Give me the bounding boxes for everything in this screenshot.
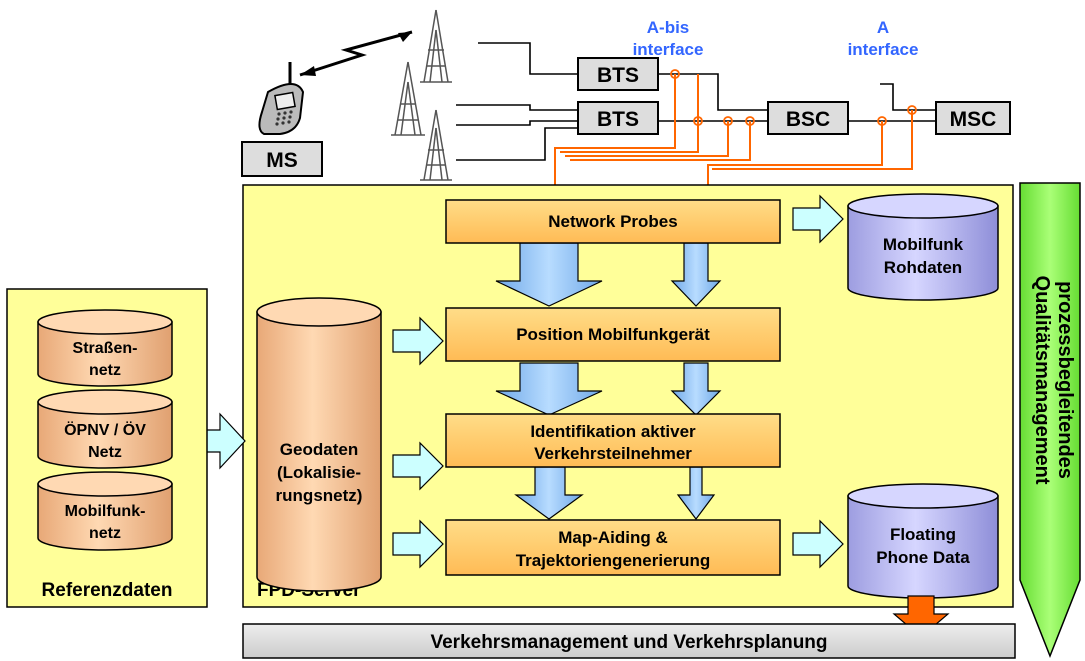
ms-box: MS (241, 141, 323, 177)
qualitaetsmanagement-arrow: prozessbegleitendes Qualitätsmanagement (1019, 182, 1081, 659)
arrow-down-icon (676, 466, 716, 520)
bsc-label: BSC (786, 108, 830, 131)
process-label-line2: Trajektoriengenerierung (516, 551, 711, 570)
antenna-tower-top (420, 9, 452, 83)
arrow-right-icon (792, 194, 844, 244)
process-label: Position Mobilfunkgerät (516, 325, 710, 344)
abis-label-line2: interface (633, 40, 704, 59)
db1-text-line2: netz (89, 362, 121, 379)
db1-text-line1: Straßen- (73, 340, 138, 357)
probe-lines (554, 74, 913, 188)
arrow-down-icon (495, 242, 603, 307)
process-identifikation: Identifikation aktiver Verkehrsteilnehme… (445, 413, 781, 468)
msc-label: MSC (950, 108, 997, 131)
rohdaten-text-line2: Rohdaten (884, 258, 962, 277)
geodaten-text-line3: rungsnetz) (276, 486, 363, 505)
arrow-right-icon (792, 519, 844, 569)
db3-text-line2: netz (89, 525, 121, 542)
process-position: Position Mobilfunkgerät (445, 307, 781, 362)
network-wires (456, 42, 936, 161)
process-label-line1: Map-Aiding & (558, 528, 668, 547)
antenna-tower-bottom (420, 109, 452, 181)
process-map-aiding: Map-Aiding & Trajektoriengenerierung (445, 519, 781, 576)
db3-text-line1: Mobilfunk- (65, 503, 146, 520)
geodaten-text-line2: (Lokalisie- (277, 463, 361, 482)
qm-text-line1: prozessbegleitendes (1054, 281, 1076, 479)
arrow-down-icon (514, 466, 584, 520)
msc-box: MSC (935, 101, 1011, 135)
mobile-phone-icon (258, 62, 305, 135)
arrow-down-icon (670, 242, 722, 307)
flow-arrows (495, 242, 722, 520)
abis-label-line1: A-bis (647, 18, 690, 37)
probe-tap-points (670, 69, 917, 126)
db2-text-line1: ÖPNV / ÖV (64, 420, 146, 439)
antenna-tower-middle (391, 61, 425, 136)
bsc-box: BSC (767, 101, 849, 135)
mobilfunknetz-cylinder: Mobilfunk- netz (37, 471, 173, 551)
strassennetz-cylinder: Straßen- netz (37, 309, 173, 387)
a-label-line2: interface (848, 40, 919, 59)
bts-box-bottom: BTS (577, 101, 659, 135)
process-network-probes: Network Probes (445, 199, 781, 244)
process-label-line2: Verkehrsteilnehmer (534, 444, 692, 463)
fpd-text-line1: Floating (890, 525, 956, 544)
arrow-down-icon (495, 362, 603, 416)
rohdaten-cylinder: Mobilfunk Rohdaten (847, 193, 999, 301)
arrow-right-icon (392, 519, 444, 569)
process-label-line1: Identifikation aktiver (530, 422, 696, 441)
arrow-right-icon (392, 441, 444, 491)
fpd-text-line2: Phone Data (876, 548, 970, 567)
radio-link-icon (299, 30, 413, 77)
geodaten-cylinder: Geodaten (Lokalisie- rungsnetz) (256, 297, 382, 592)
bts-bottom-label: BTS (597, 108, 639, 131)
geodaten-text-line1: Geodaten (280, 440, 358, 459)
oepnv-netz-cylinder: ÖPNV / ÖV Netz (37, 389, 173, 469)
arrow-right-icon (392, 316, 444, 366)
side-arrows (192, 194, 844, 569)
bts-top-label: BTS (597, 64, 639, 87)
rohdaten-text-line1: Mobilfunk (883, 235, 964, 254)
db2-text-line2: Netz (88, 444, 122, 461)
referenzdaten-label: Referenzdaten (42, 580, 173, 601)
verkehrsmanagement-bar: Verkehrsmanagement und Verkehrsplanung (242, 623, 1016, 659)
process-label: Network Probes (548, 212, 677, 231)
fpd-cylinder: Floating Phone Data (847, 483, 999, 599)
bts-box-top: BTS (577, 57, 659, 91)
qm-text-line2: Qualitätsmanagement (1031, 276, 1053, 485)
ms-label: MS (266, 149, 298, 172)
arrow-down-icon (670, 362, 722, 416)
bottom-label: Verkehrsmanagement und Verkehrsplanung (430, 632, 827, 653)
a-label-line1: A (877, 18, 889, 37)
